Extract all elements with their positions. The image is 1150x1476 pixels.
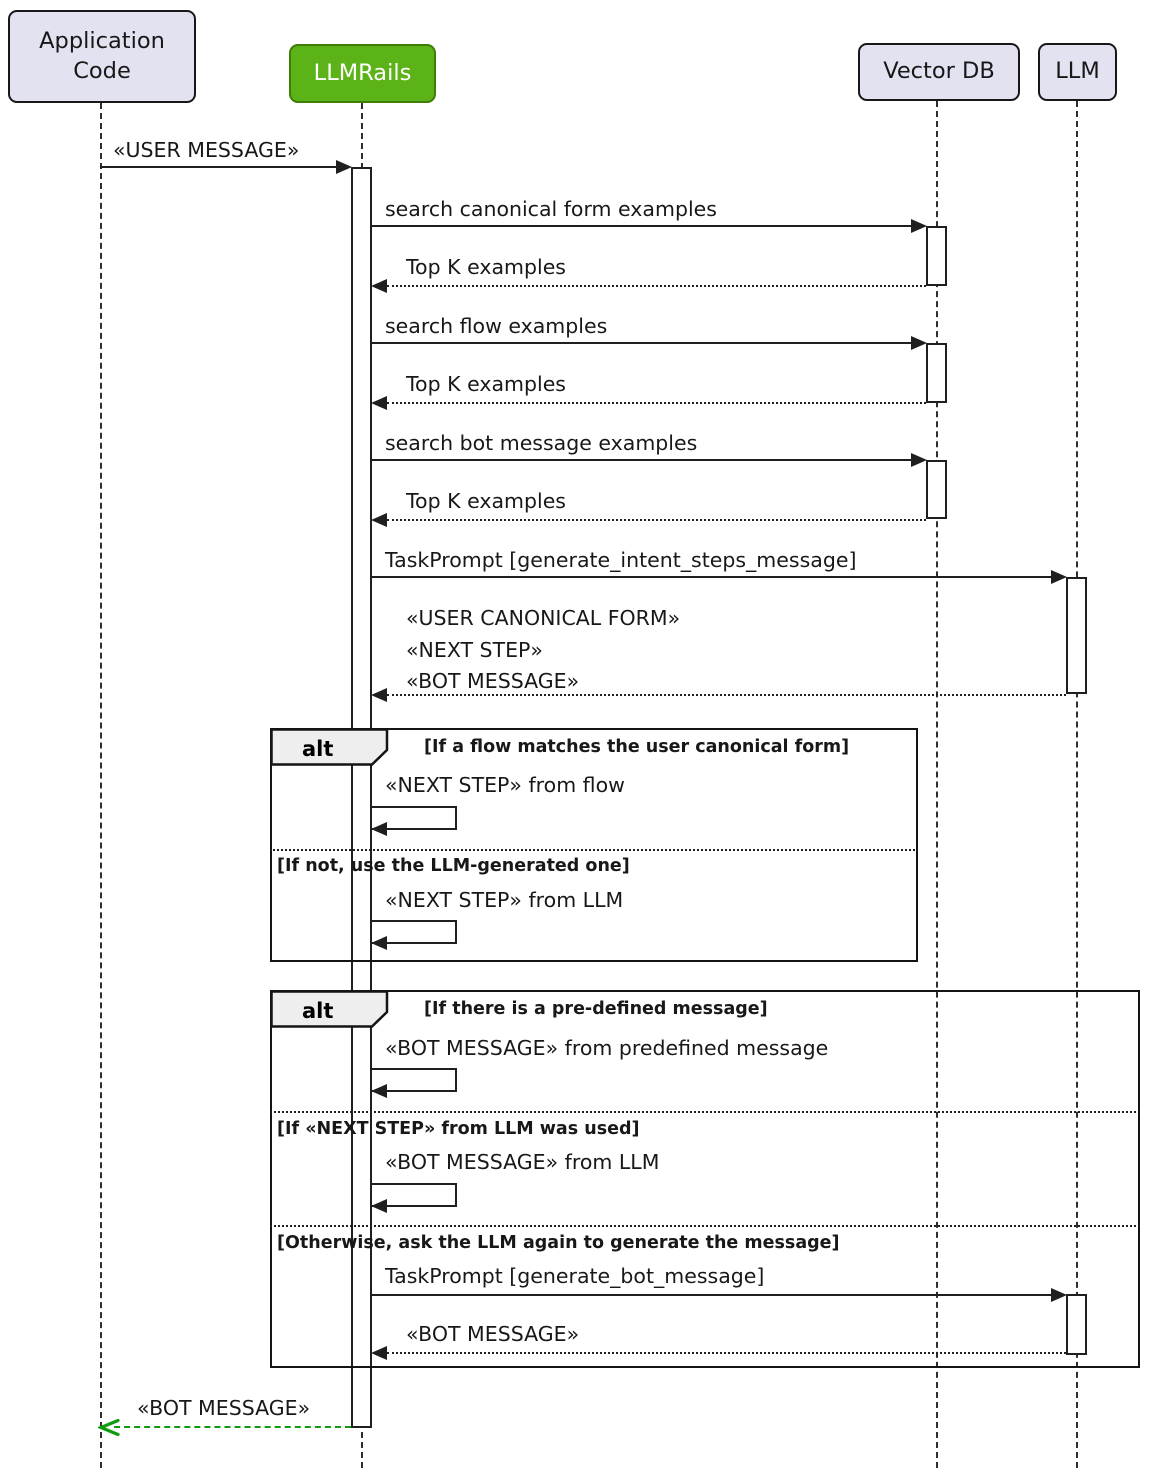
message-line (387, 519, 926, 521)
alt-header-shape (269, 727, 388, 766)
message-topk-2: Top K examples (406, 372, 566, 396)
alt-condition-next-llm: [If «NEXT STEP» from LLM was used] (277, 1119, 640, 1139)
message-line (371, 1294, 1051, 1296)
alt-keyword: alt (302, 999, 333, 1023)
arrowhead-left-icon (371, 1199, 387, 1213)
arrowhead-left-icon (371, 1084, 387, 1098)
message-search-canonical: search canonical form examples (385, 197, 717, 221)
message-bot-predefined: «BOT MESSAGE» from predefined message (385, 1036, 829, 1060)
message-topk-3: Top K examples (406, 489, 566, 513)
participant-label: Application Code (39, 28, 165, 84)
message-user-message: «USER MESSAGE» (113, 138, 300, 162)
message-search-flow: search flow examples (385, 314, 608, 338)
alt-condition-otherwise: [Otherwise, ask the LLM again to generat… (277, 1233, 840, 1253)
arrowhead-left-icon (371, 513, 387, 527)
lifeline-llm (1076, 101, 1078, 1468)
alt-header: alt (269, 989, 388, 1028)
arrowhead-left-icon (371, 279, 387, 293)
participant-llmrails: LLMRails (289, 44, 436, 103)
alt-divider (270, 1111, 1140, 1113)
self-message-loop (371, 1068, 457, 1092)
participant-application-code: Application Code (8, 10, 196, 103)
activation-llm-1 (1066, 577, 1087, 694)
message-line (371, 459, 911, 461)
message-line (387, 694, 1066, 696)
alt-divider (270, 849, 918, 851)
activation-vector-db-3 (926, 460, 947, 519)
arrowhead-right-icon (911, 336, 927, 350)
message-line (371, 342, 911, 344)
arrowhead-left-icon (371, 1346, 387, 1360)
participant-label: LLM (1055, 58, 1100, 85)
arrowhead-left-icon (371, 822, 387, 836)
message-taskprompt-intent: TaskPrompt [generate_intent_steps_messag… (385, 548, 857, 572)
message-bot-llm: «BOT MESSAGE» from LLM (385, 1150, 660, 1174)
message-line (371, 576, 1051, 578)
message-intent-return-1: «USER CANONICAL FORM» (406, 606, 681, 630)
alt-frame-next-step: alt (269, 727, 918, 962)
message-line-green (114, 1426, 351, 1428)
alt-header-shape (269, 989, 388, 1028)
participant-label: Vector DB (883, 58, 995, 85)
arrowhead-right-icon (911, 219, 927, 233)
message-line (387, 285, 926, 287)
message-bot-return: «BOT MESSAGE» (406, 1322, 580, 1346)
arrowhead-right-icon (1051, 1288, 1067, 1302)
message-next-step-llm: «NEXT STEP» from LLM (385, 888, 624, 912)
message-intent-return-2: «NEXT STEP» (406, 638, 543, 662)
message-intent-return-3: «BOT MESSAGE» (406, 669, 580, 693)
message-line (387, 1352, 1066, 1354)
message-taskprompt-bot: TaskPrompt [generate_bot_message] (385, 1264, 765, 1288)
arrowhead-right-icon (336, 160, 352, 174)
arrowhead-right-icon (911, 453, 927, 467)
participant-llm: LLM (1038, 43, 1117, 101)
participant-label: LLMRails (313, 59, 412, 86)
self-message-loop (371, 806, 457, 830)
message-line (371, 225, 911, 227)
message-next-step-flow: «NEXT STEP» from flow (385, 773, 625, 797)
alt-keyword: alt (302, 737, 333, 761)
lifeline-vector-db (936, 101, 938, 1468)
message-topk-1: Top K examples (406, 255, 566, 279)
participant-vector-db: Vector DB (858, 43, 1020, 101)
arrowhead-open-left-icon (98, 1419, 120, 1436)
alt-condition-llm: [If not, use the LLM-generated one] (277, 856, 630, 876)
activation-vector-db-2 (926, 343, 947, 403)
arrowhead-left-icon (371, 936, 387, 950)
alt-divider (270, 1225, 1140, 1227)
arrowhead-right-icon (1051, 570, 1067, 584)
alt-condition-predefined: [If there is a pre-defined message] (424, 999, 768, 1019)
alt-condition-flow: [If a flow matches the user canonical fo… (424, 737, 850, 757)
self-message-loop (371, 920, 457, 944)
message-line (387, 402, 926, 404)
self-message-loop (371, 1183, 457, 1207)
arrowhead-left-icon (371, 688, 387, 702)
arrowhead-left-icon (371, 396, 387, 410)
activation-llm-2 (1066, 1294, 1087, 1355)
lifeline-application-code (100, 103, 102, 1468)
activation-vector-db-1 (926, 226, 947, 286)
message-final-bot: «BOT MESSAGE» (137, 1396, 311, 1420)
alt-header: alt (269, 727, 388, 766)
alt-frame-bot-message: alt (269, 989, 1140, 1368)
message-search-bot: search bot message examples (385, 431, 698, 455)
message-line (100, 166, 337, 168)
